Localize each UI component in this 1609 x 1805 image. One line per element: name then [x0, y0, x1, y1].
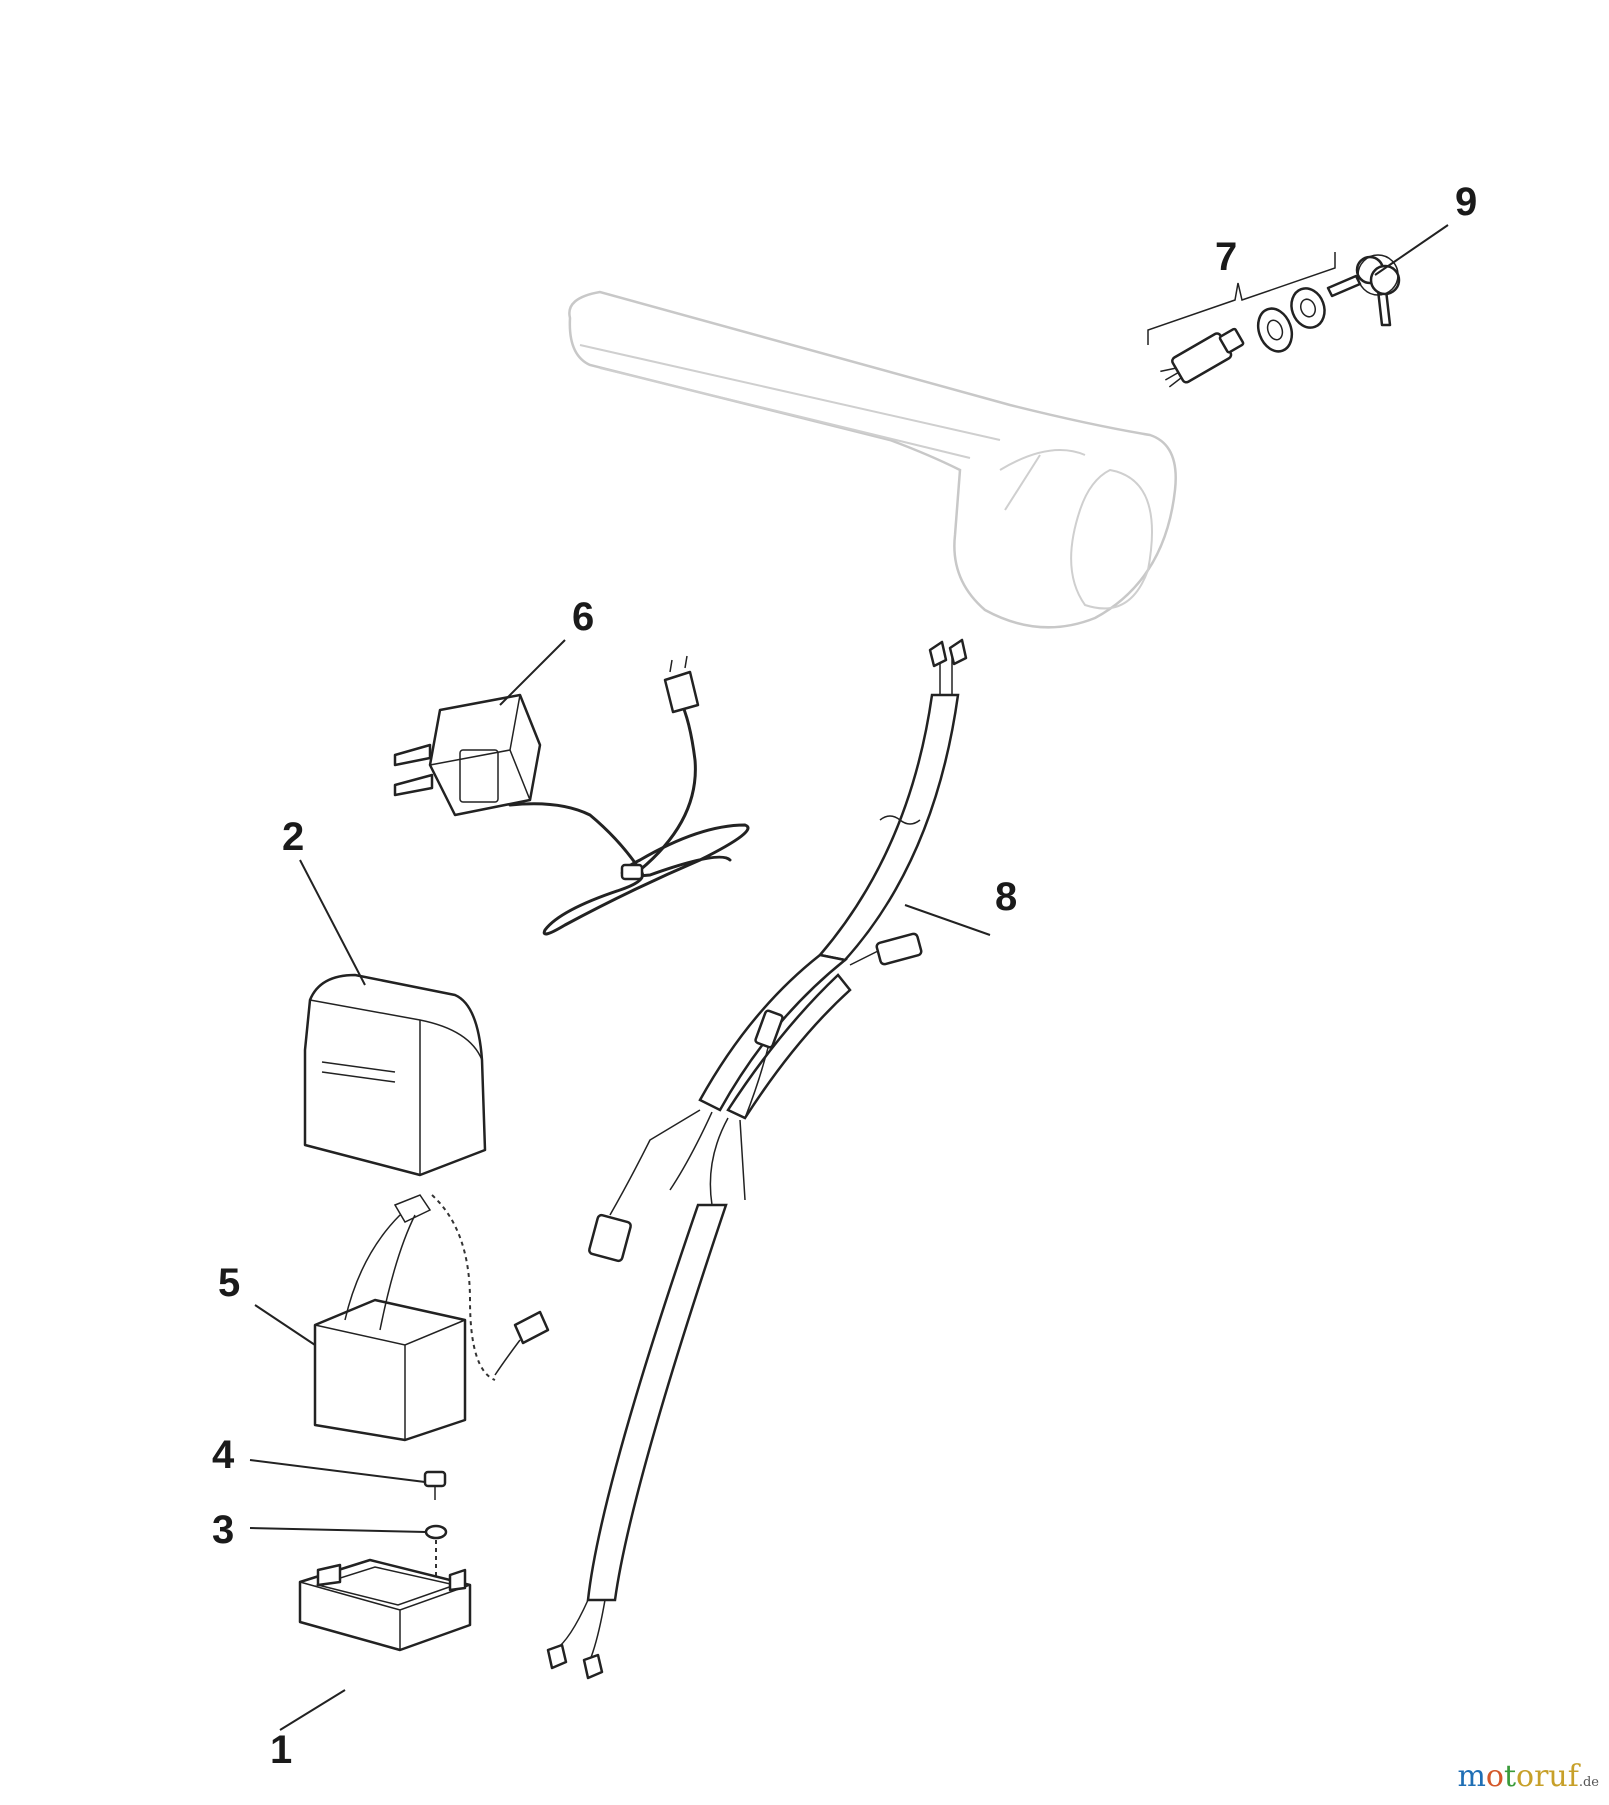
callout-3: 3 — [212, 1508, 234, 1552]
battery-cover — [303, 973, 487, 1177]
callout-1: 1 — [270, 1728, 292, 1772]
callout-8: 8 — [995, 875, 1017, 919]
logo-part-1: m — [1457, 1759, 1486, 1794]
logo-suffix: .de — [1578, 1775, 1599, 1790]
callout-5: 5 — [218, 1261, 240, 1305]
battery-charger — [393, 655, 750, 936]
callout-6: 6 — [572, 595, 594, 639]
callouts: 1 2 3 4 5 6 7 8 9 — [212, 180, 1477, 1772]
callout-9: 9 — [1455, 180, 1477, 224]
screw — [423, 1470, 447, 1500]
battery-tray — [298, 1558, 472, 1652]
callout-7: 7 — [1215, 235, 1237, 279]
leader-lines — [249, 224, 1449, 1731]
callout-4: 4 — [212, 1433, 235, 1477]
wiring-harness — [546, 638, 968, 1680]
logo-part-2: o — [1485, 1759, 1504, 1794]
logo-part-3: t — [1503, 1759, 1517, 1794]
brand-logo: motoruf.de — [1457, 1759, 1599, 1794]
battery — [313, 1194, 550, 1442]
logo-part-4: oruf — [1516, 1759, 1579, 1794]
handle-outline — [568, 290, 1177, 629]
ignition-switch-assembly — [1147, 252, 1336, 388]
callout-2: 2 — [282, 815, 304, 859]
